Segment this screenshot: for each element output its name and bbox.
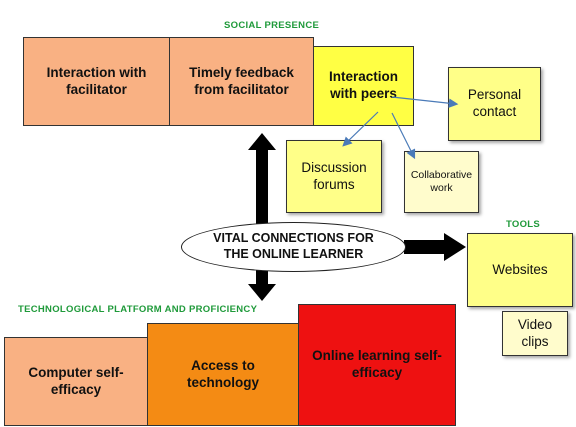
social-presence-label: SOCIAL PRESENCE: [224, 20, 320, 31]
tools-label: TOOLS: [506, 219, 541, 230]
websites-text: Websites: [492, 261, 548, 277]
computer-self-efficacy-text: Computer self-efficacy: [28, 364, 124, 397]
video-clips-text: Video clips: [517, 316, 553, 349]
websites-note: Websites: [467, 233, 573, 307]
discussion-forums-note: Discussion forums: [286, 140, 382, 213]
personal-contact-text: Personal contact: [467, 87, 522, 119]
vital-connections-ellipse: VITAL CONNECTIONS FOR THE ONLINE LEARNER: [181, 222, 406, 272]
vital-connections-line1: VITAL CONNECTIONS FOR: [213, 231, 374, 246]
right-arrow-icon: [404, 233, 466, 261]
tech-platform-label: TECHNOLOGICAL PLATFORM AND PROFICIENCY: [18, 304, 258, 315]
online-learning-self-efficacy-box: Online learning self-efficacy: [298, 304, 456, 426]
vital-connections-line2: THE ONLINE LEARNER: [223, 247, 364, 261]
access-to-technology-box: Access to technology: [147, 323, 299, 426]
computer-self-efficacy-box: Computer self-efficacy: [4, 337, 148, 426]
timely-feedback-text: Timely feedback from facilitator: [189, 64, 294, 97]
arrow-to-personal-contact: [391, 96, 459, 108]
interaction-with-facilitator-text: Interaction with facilitator: [46, 64, 147, 97]
collaborative-work-note: Collaborative work: [404, 151, 479, 213]
arrow-to-collaborative-work: [391, 112, 416, 160]
personal-contact-note: Personal contact: [448, 67, 541, 141]
interaction-with-facilitator-box: Interaction with facilitator: [23, 37, 170, 126]
up-arrow-icon: [248, 133, 276, 224]
discussion-forums-text: Discussion forums: [301, 159, 367, 192]
online-learning-self-efficacy-text: Online learning self-efficacy: [312, 348, 442, 380]
collaborative-work-text: Collaborative work: [410, 168, 473, 194]
video-clips-note: Video clips: [502, 311, 568, 356]
down-arrow-icon: [248, 270, 276, 301]
timely-feedback-box: Timely feedback from facilitator: [169, 37, 314, 126]
interaction-with-peers-text: Interaction with peers: [328, 69, 398, 101]
arrow-to-discussion-forums: [342, 111, 379, 147]
access-to-technology-text: Access to technology: [186, 357, 259, 390]
interaction-with-peers-box: Interaction with peers: [313, 46, 414, 126]
